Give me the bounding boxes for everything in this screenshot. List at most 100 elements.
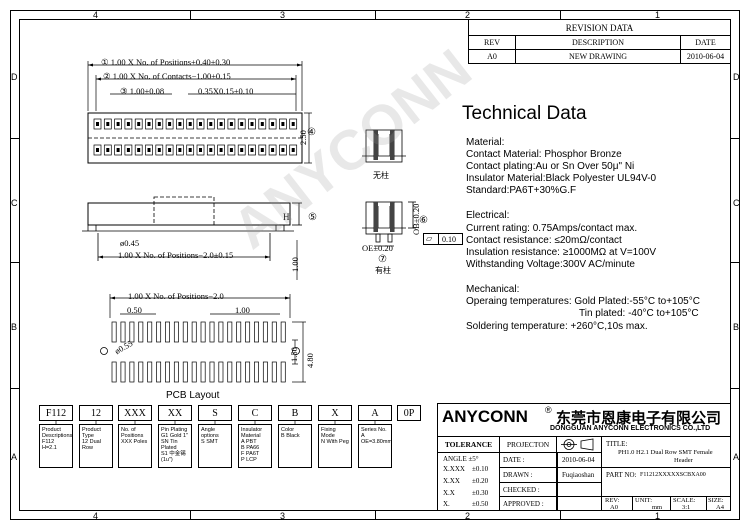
pcb-pad	[191, 321, 197, 343]
rev-label: REV:	[605, 497, 620, 504]
code-desc-line: Series No.	[361, 427, 387, 433]
tol-xxx-label: X.XXX	[443, 465, 465, 473]
contact-pin	[178, 122, 182, 126]
material-line: Standard:PA6T+30%G.F	[466, 185, 577, 196]
pcb-pad	[209, 361, 215, 383]
dim-oe: OE±0.20	[362, 243, 393, 253]
title-value: PH1.0 H2.1 Dual Row SMT Female	[618, 449, 713, 456]
zone-row-tick	[731, 262, 740, 263]
checked-label: CHECKED :	[503, 486, 540, 494]
zone-col-2-bottom: 2	[465, 511, 471, 521]
dim-pcb-480: 4.80	[305, 353, 315, 368]
zone-col-3-bottom: 3	[280, 511, 286, 521]
footer-cells: REV: A0 UNIT: mm SCALE: 3:1 SIZE: A4	[601, 496, 731, 511]
zone-row-tick	[10, 262, 19, 263]
pcb-pad	[147, 361, 153, 383]
unit-label: UNIT:	[635, 497, 653, 504]
contact-pin	[281, 122, 285, 126]
contact-slot	[196, 144, 205, 156]
contact-pin	[157, 122, 161, 126]
code-box: XXX	[118, 405, 152, 421]
code-desc-line: Angle options	[201, 427, 219, 439]
date-value: 2010-06-04	[562, 456, 595, 464]
tol-int-label: X.	[443, 500, 450, 508]
zone-row-b-right: B	[733, 322, 740, 332]
zone-col-4-top: 4	[93, 10, 99, 20]
title-value-line2: Header	[674, 457, 693, 464]
pcb-pad	[111, 321, 117, 343]
pcb-pad	[182, 321, 188, 343]
contact-slot	[165, 144, 174, 156]
code-box: X	[318, 405, 352, 421]
contact-pin	[147, 122, 151, 126]
code-desc-line: Material	[241, 433, 261, 439]
code-desc: Insulator Material A PBT B PA66 F PA6T P…	[238, 424, 272, 468]
pcb-pad	[173, 361, 179, 383]
contact-pin	[96, 148, 99, 152]
part-no-label: PART NO:	[606, 471, 637, 479]
zone-row-b-left: B	[11, 322, 18, 332]
zone-col-tick	[375, 10, 376, 19]
zone-col-2-top: 2	[465, 10, 471, 20]
flatness-value: 0.10	[442, 235, 456, 244]
connector-side-view	[82, 196, 302, 261]
zone-col-1-top: 1	[655, 10, 661, 20]
pcb-pad	[165, 361, 170, 383]
brand-reg: ®	[545, 405, 552, 415]
dim-pcb-positions: 1.00 X No. of Positions−2.0	[128, 291, 224, 301]
checked-cell: CHECKED :	[499, 482, 602, 497]
code-desc: Fixing Mode N With Peg	[318, 424, 352, 468]
unit-value: mm	[652, 504, 663, 511]
code-box: C	[238, 405, 272, 421]
dim-pcb-050: 0.50	[127, 305, 142, 315]
contact-pin	[250, 122, 254, 126]
pcb-pad	[182, 361, 188, 383]
pcb-pad	[262, 321, 268, 343]
code-desc-line: S SMT	[201, 439, 218, 445]
zone-row-tick	[10, 388, 19, 389]
pcb-pad	[262, 361, 268, 383]
contact-pin	[126, 122, 130, 126]
material-heading: Material:	[466, 137, 505, 148]
contact-slot	[165, 118, 174, 130]
dim-contact-size: 0.35X0.15±0.10	[198, 86, 254, 96]
pcb-layout-label: PCB Layout	[166, 390, 220, 401]
mechanical-heading: Mechanical:	[466, 284, 520, 295]
pcb-pad	[138, 321, 144, 343]
footer-divider	[670, 497, 671, 511]
code-desc: Angle options S SMT	[198, 424, 232, 468]
date-cell: DATE : 2010-06-04	[499, 452, 602, 468]
third-angle-projection-icon	[561, 438, 594, 451]
contact-pin	[229, 148, 233, 152]
code-desc: No. of Positions XXX Poles	[118, 424, 152, 468]
contact-pin	[147, 148, 151, 152]
code-desc-line: Color	[281, 427, 295, 433]
code-desc-line: Pin Plating	[161, 427, 188, 433]
zone-row-a-left: A	[11, 452, 18, 462]
dim-pcb-150: 1.50	[289, 347, 299, 362]
code-desc-line: A PBT	[241, 439, 257, 445]
contact-pin	[168, 122, 172, 126]
contact-pin	[188, 122, 192, 126]
contact-pin	[168, 148, 172, 152]
contact-pin	[229, 122, 233, 126]
drawn-value: Fuqiaoshan	[562, 471, 595, 479]
pcb-pad	[280, 321, 286, 343]
code-desc-line: P LCP	[241, 457, 257, 463]
contact-pin	[199, 122, 202, 126]
contact-slot	[176, 144, 184, 156]
pcb-pad	[156, 361, 162, 383]
code-desc-line: Product Type	[82, 427, 101, 439]
code-box: S	[198, 405, 232, 421]
code-desc-line: F PA6T	[241, 451, 260, 457]
zone-row-a-right: A	[733, 452, 740, 462]
code-connector-lines	[55, 420, 376, 425]
contact-pin	[209, 148, 213, 152]
code-desc: Series No. A OE=3.80mm	[358, 424, 392, 468]
part-no-cell: PART NO: F11212XXXXXSCBXA00	[601, 467, 731, 497]
contact-slot	[93, 118, 102, 130]
dim-contacts: ② 1.00 X No. of Contacts−1.00±0.15	[103, 71, 231, 81]
zone-col-tick	[560, 511, 561, 520]
zone-col-tick	[190, 511, 191, 520]
zone-col-3-top: 3	[280, 10, 286, 20]
